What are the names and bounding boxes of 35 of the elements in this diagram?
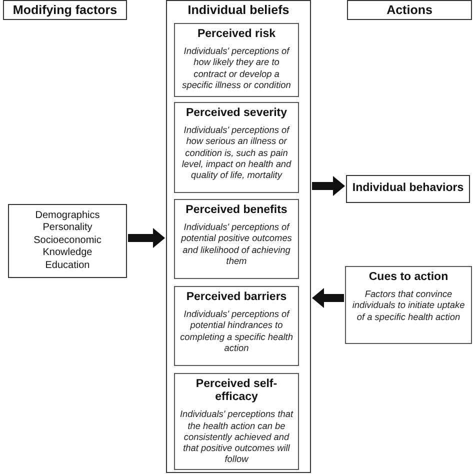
factor-text: Education [45,260,90,272]
concept-box [174,373,299,470]
box-heading: Perceived risk [197,28,276,42]
box-heading: Individual beliefs [188,3,290,18]
block-arrow [312,288,344,308]
box-heading: Cues to action [368,271,448,284]
concept-box [174,102,299,193]
factor-text: Demographics [35,210,100,222]
description-text: Factors that convince individuals to initiate uptake of a specific health action [351,289,466,323]
box-heading: Perceived barriers [186,291,287,304]
group-panel [166,0,311,473]
factor-text: Knowledge [42,247,92,260]
description-text: Individuals' perceptions of how serious an illness or condition is, such as pain level, impact on health and quality of life, mortality [180,125,292,182]
description-text: Individuals' perceptions that the health action can be consistently achieved and that positive outcomes will follow [179,409,294,466]
box-heading: Perceived severity [186,107,288,120]
block-arrow [128,228,165,248]
description-text: Individuals' perceptions of potential hindrances to completing a specific health action [179,309,294,354]
description-text: Individuals' perceptions of how likely they are to contract or develop a specific illness or condition [181,46,292,92]
concept-box [174,286,299,366]
block-arrow [312,176,345,196]
box-heading: Perceived self-efficacy [194,378,278,404]
box-heading: Individual behaviors [352,182,464,196]
factor-box [8,204,127,278]
box-heading: Modifying factors [12,2,118,18]
factor-text: Personality [42,222,92,235]
concept-box [174,199,299,279]
box-heading: Actions [386,2,432,18]
description-text: Individuals' perceptions of potential positive outcomes and likelihood of achieving them [180,222,293,268]
outcome-box [346,175,470,203]
concept-box [345,266,472,344]
concept-box [174,23,299,97]
heading-box [3,0,127,20]
box-heading: Perceived benefits [186,204,288,218]
factor-text: Socioeconomic [34,234,102,248]
heading-box [347,0,472,20]
